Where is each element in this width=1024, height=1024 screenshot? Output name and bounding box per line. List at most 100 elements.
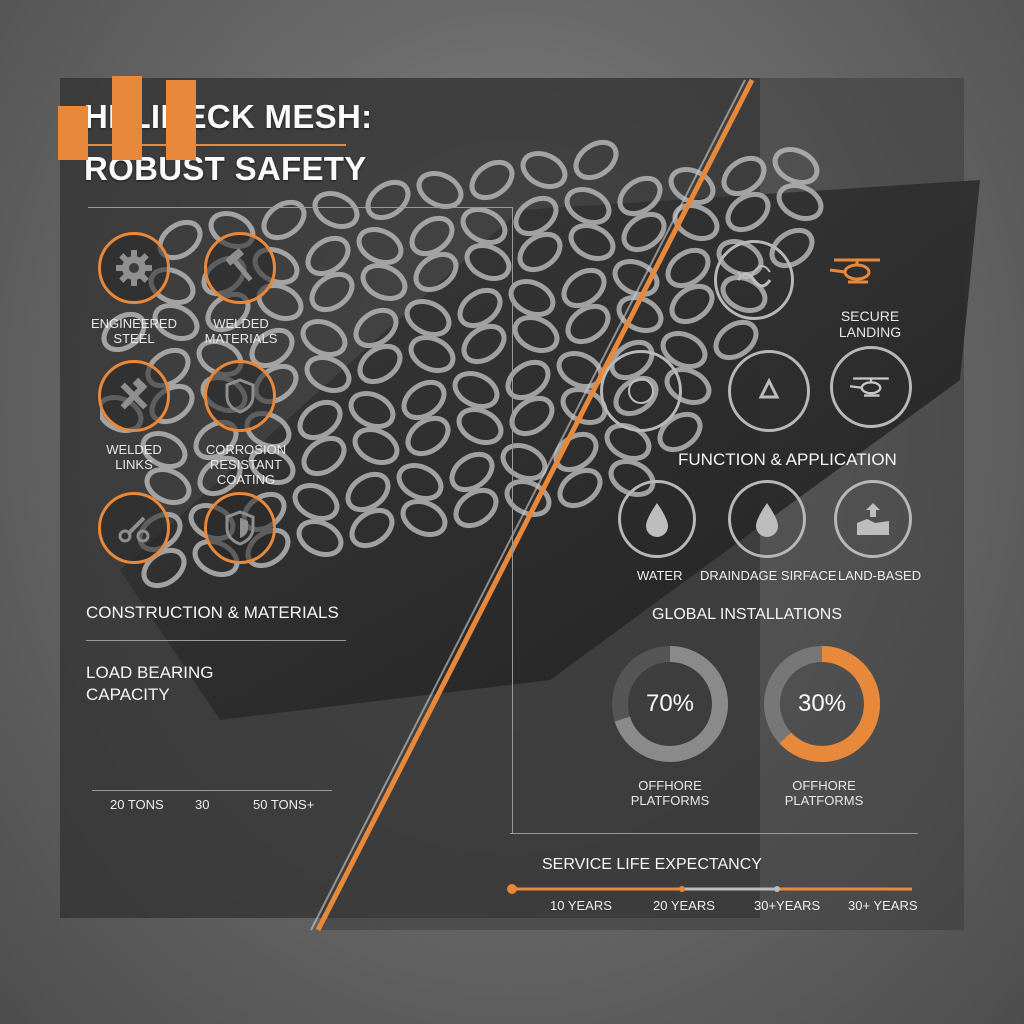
load-bar-3 <box>166 80 196 160</box>
donut-2-arc <box>764 646 880 762</box>
chain-ring <box>657 411 703 453</box>
chart-baseline <box>92 790 332 791</box>
chain-ring <box>401 379 447 421</box>
label-line: COATING <box>216 472 276 487</box>
chain-ring <box>348 391 396 429</box>
service-life-heading: SERVICE LIFE EXPECTANCY <box>542 856 762 873</box>
chain-ring <box>660 331 708 369</box>
label-line: MATERIALS <box>204 331 278 346</box>
link-icon <box>118 516 150 543</box>
chain-ring <box>669 283 715 325</box>
water-drop-icon <box>646 503 668 537</box>
land-based-label: LAND-BASED <box>838 568 922 583</box>
chain-ring <box>500 443 548 481</box>
chain-ring <box>304 355 352 393</box>
label-line: LINKS <box>115 457 153 472</box>
load-bar-1 <box>58 106 88 160</box>
chain-ring <box>513 195 559 237</box>
chain-ring <box>616 295 664 333</box>
label-line: LANDING <box>838 324 902 340</box>
label-line: WELDED <box>213 316 269 331</box>
donut-1-caption: OFFHORE PLATFORMS <box>610 778 730 808</box>
hammer-icon <box>225 248 253 282</box>
global-heading: GLOBAL INSTALLATIONS <box>652 606 842 623</box>
chain-ring <box>621 211 667 253</box>
label-line: OFFHORE <box>792 778 856 793</box>
gear-icon <box>116 250 152 286</box>
chain-ring <box>561 267 607 309</box>
chain-ring <box>345 471 391 513</box>
chain-ring <box>713 319 759 361</box>
label-line: ENGINEERED <box>91 316 177 331</box>
chain-ring <box>413 251 459 293</box>
water-label: WATER <box>637 568 683 583</box>
donut-2-value: 30% <box>797 690 847 717</box>
service-tick-4: 30+ YEARS <box>848 898 918 913</box>
load-tick-3: 50 TONS+ <box>253 797 315 812</box>
chain-ring <box>449 451 495 493</box>
section-divider <box>86 640 346 641</box>
chain-ring <box>356 227 404 265</box>
donut-1-arc <box>612 646 728 762</box>
chain-ring <box>400 499 448 537</box>
chain-ring <box>365 179 411 221</box>
bottom-divider <box>510 833 918 834</box>
label-line: PLATFORMS <box>784 793 864 808</box>
service-tick-3: 30+YEARS <box>754 898 821 913</box>
water-drop-icon <box>756 503 778 537</box>
label-line: RESISTANT <box>210 457 282 472</box>
chain-ring <box>557 467 603 509</box>
chain-ring <box>509 395 555 437</box>
chain-ring <box>248 447 296 485</box>
corrosion-resistant-label: CORROSION RESISTANT COATING <box>196 442 296 487</box>
link-badge <box>98 492 170 564</box>
chain-ring <box>405 415 451 457</box>
chain-ring <box>512 315 560 353</box>
recycle-badge <box>728 350 810 432</box>
chain-ring <box>568 223 616 261</box>
shield-icon <box>225 510 255 546</box>
helicopter-icon <box>849 377 889 397</box>
load-bar-2 <box>112 76 142 160</box>
chain-ring <box>464 243 512 281</box>
label-line: STEEL <box>113 331 155 346</box>
chain-ring <box>520 151 568 189</box>
engineered-steel-label: ENGINEERED STEEL <box>88 316 180 346</box>
chain-ring <box>672 203 720 241</box>
label-line: OFFHORE <box>638 778 702 793</box>
drainage-badge <box>728 480 806 558</box>
grid-icon <box>628 378 654 404</box>
chain-ring <box>408 335 456 373</box>
chain-ring <box>776 183 824 221</box>
chain-ring <box>416 171 464 209</box>
chain-ring <box>404 299 452 337</box>
load-tick-1: 20 TONS <box>110 797 164 812</box>
chain-ring <box>564 187 612 225</box>
chain-ring <box>360 263 408 301</box>
welded-links-label: WELDED LINKS <box>88 442 180 472</box>
chain-ring <box>297 399 343 441</box>
chain-ring <box>469 159 515 201</box>
recycle-icon <box>758 377 780 399</box>
chain-ring <box>457 287 503 329</box>
water-badge <box>618 480 696 558</box>
chain-ring <box>353 307 399 349</box>
chain-ring <box>565 303 611 345</box>
shield-icon <box>225 378 255 414</box>
label-line: PLATFORMS <box>630 793 710 808</box>
load-bar-chart <box>2 70 196 160</box>
chain-ring <box>517 231 563 273</box>
service-tick-1: 10 YEARS <box>550 898 612 913</box>
load-tick-2: 30 <box>195 797 210 812</box>
chain-ring <box>396 463 444 501</box>
chain-ring <box>452 371 500 409</box>
welded-links-badge <box>98 360 170 432</box>
land-icon <box>857 503 889 535</box>
engineered-steel-badge <box>98 232 170 304</box>
chain-ring <box>312 191 360 229</box>
service-tick-2: 20 YEARS <box>653 898 715 913</box>
chain-ring <box>772 147 820 185</box>
chain-ring <box>725 191 771 233</box>
chain-ring <box>357 343 403 385</box>
heading-line: CAPACITY <box>86 685 170 704</box>
